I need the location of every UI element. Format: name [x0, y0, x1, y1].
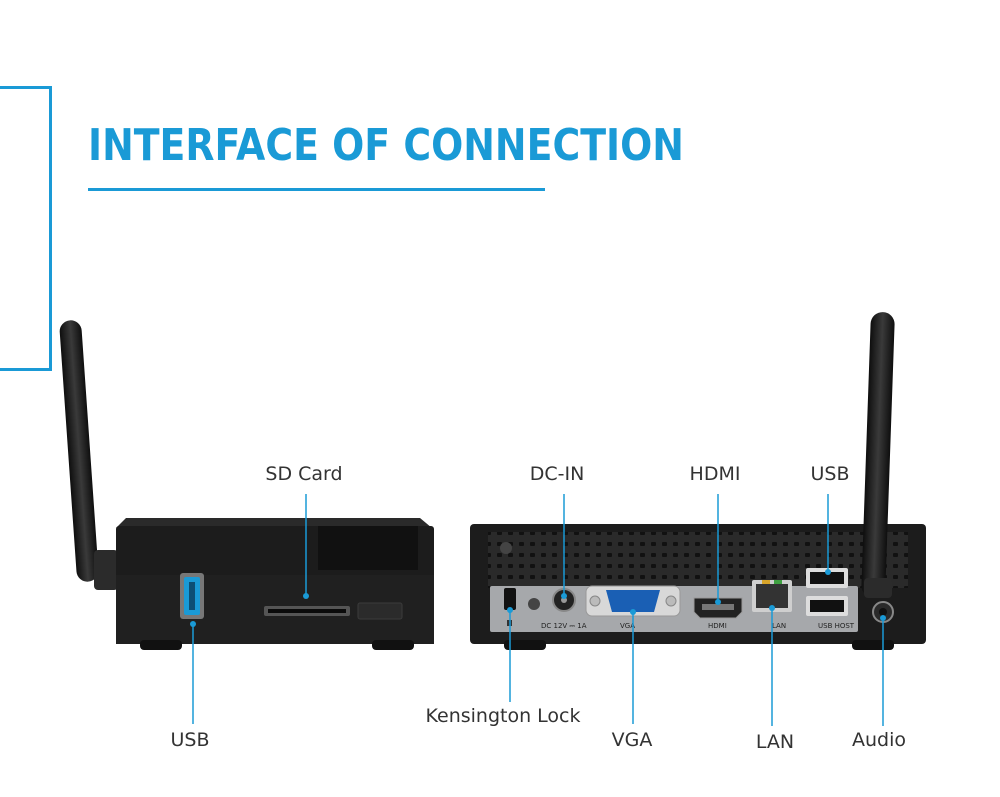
left-antenna: [59, 320, 118, 590]
label-lan: LAN: [755, 731, 795, 753]
label-front-usb: USB: [170, 729, 210, 751]
callout-lines: [190, 494, 886, 726]
lan-port: LAN: [752, 580, 792, 630]
hdmi-port: HDMI: [693, 597, 743, 630]
vga-port: VGA: [585, 585, 681, 630]
dc-in-port: DC 12V ⎓ 1A: [528, 588, 587, 630]
vga-print: VGA: [620, 622, 635, 630]
label-vga: VGA: [611, 729, 653, 751]
right-antenna: [861, 312, 895, 598]
lan-print: LAN: [772, 622, 786, 630]
label-hdmi: HDMI: [689, 463, 741, 485]
label-sd-card: SD Card: [265, 463, 343, 485]
front-usb-port: [180, 573, 204, 619]
label-rear-usb: USB: [810, 463, 850, 485]
rear-usb-ports: USB HOST: [806, 568, 855, 630]
dc-rating-print: DC 12V ⎓ 1A: [541, 622, 587, 630]
title-underline: [88, 188, 545, 191]
decorative-bracket: [0, 86, 52, 371]
right-device: DC 12V ⎓ 1A VGA HDMI LAN: [470, 312, 926, 650]
sd-card-slot: [264, 606, 350, 616]
label-dc-in: DC-IN: [529, 463, 585, 485]
usb-host-print: USB HOST: [818, 622, 855, 630]
left-device: [59, 320, 434, 650]
label-audio: Audio: [851, 729, 907, 751]
hdmi-print: HDMI: [708, 622, 727, 630]
page-title: INTERFACE OF CONNECTION: [88, 120, 684, 171]
label-kensington-lock: Kensington Lock: [425, 705, 581, 727]
